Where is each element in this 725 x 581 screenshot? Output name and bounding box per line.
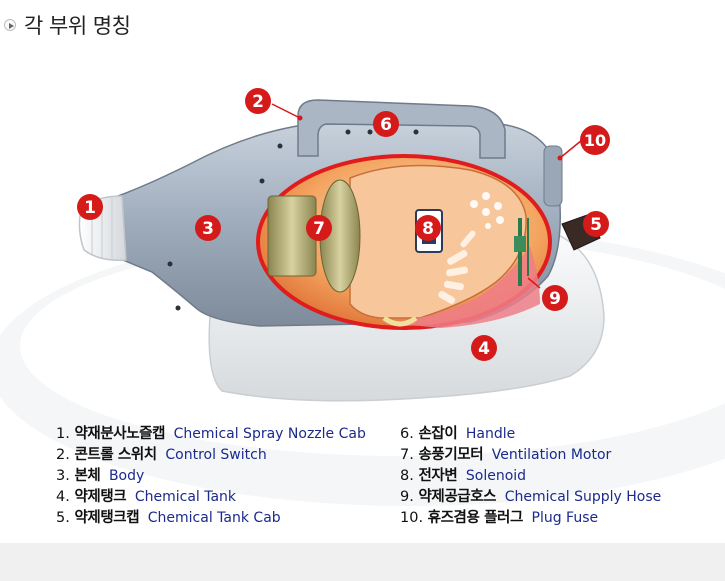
tank-tube bbox=[382, 315, 418, 327]
marker-label: 6 bbox=[380, 115, 392, 135]
marker-2: 2 bbox=[245, 88, 271, 114]
legend-item: 10. 휴즈겸용 플러그 Plug Fuse bbox=[400, 510, 599, 526]
marker-7: 7 bbox=[306, 215, 332, 241]
screw bbox=[367, 129, 373, 135]
legend-item: 8. 전자변 Solenoid bbox=[400, 468, 527, 484]
sprayer-diagram: 1 2 3 4 5 6 7 8 bbox=[0, 46, 725, 542]
legend-item: 1. 약재분사노즐캡 Chemical Spray Nozzle Cab bbox=[56, 426, 366, 442]
screw bbox=[167, 261, 173, 267]
screw bbox=[175, 305, 181, 311]
screw bbox=[345, 129, 351, 135]
marker-5: 5 bbox=[583, 211, 609, 237]
marker-label: 4 bbox=[478, 339, 490, 359]
handle bbox=[297, 99, 506, 159]
screw bbox=[277, 143, 283, 149]
screw bbox=[259, 178, 265, 184]
chemical-supply-hose bbox=[514, 218, 529, 286]
play-bullet-icon bbox=[4, 19, 16, 31]
marker-label: 9 bbox=[549, 289, 561, 309]
air-dots bbox=[470, 192, 504, 229]
chemical-fluid bbox=[380, 246, 540, 328]
legend-item: 9. 약제공급호스 Chemical Supply Hose bbox=[400, 489, 662, 505]
leader-line bbox=[527, 277, 541, 289]
legend-item: 5. 약제탱크캡 Chemical Tank Cab bbox=[56, 510, 281, 526]
section-header: 각 부위 명칭 bbox=[0, 0, 725, 46]
marker-label: 1 bbox=[84, 198, 96, 218]
marker-6: 6 bbox=[373, 111, 399, 137]
legend-column-right: 6. 손잡이 Handle 7. 송풍기모터 Ventilation Motor… bbox=[400, 424, 661, 529]
legend-item: 3. 본체 Body bbox=[56, 468, 145, 484]
marker-label: 2 bbox=[252, 92, 264, 112]
marker-10: 10 bbox=[580, 125, 610, 155]
fan-blades bbox=[438, 230, 476, 304]
marker-3: 3 bbox=[195, 215, 221, 241]
legend-item: 4. 약제탱크 Chemical Tank bbox=[56, 489, 237, 505]
legend-item: 6. 손잡이 Handle bbox=[400, 426, 516, 442]
leader-line bbox=[271, 103, 301, 119]
parts-legend: 1. 약재분사노즐캡 Chemical Spray Nozzle Cab 2. … bbox=[0, 418, 725, 543]
marker-label: 10 bbox=[584, 131, 606, 150]
marker-4: 4 bbox=[471, 335, 497, 361]
marker-label: 3 bbox=[202, 219, 214, 239]
legend-item: 7. 송풍기모터 Ventilation Motor bbox=[400, 447, 612, 463]
rear-control bbox=[543, 145, 563, 207]
legend-column-left: 1. 약재분사노즐캡 Chemical Spray Nozzle Cab 2. … bbox=[56, 424, 366, 529]
marker-8: 8 bbox=[415, 215, 441, 241]
marker-label: 7 bbox=[313, 219, 325, 239]
legend-item: 2. 콘트롤 스위치 Control Switch bbox=[56, 447, 267, 463]
screw bbox=[413, 129, 419, 135]
leader-line bbox=[559, 139, 583, 159]
marker-label: 8 bbox=[422, 219, 434, 239]
marker-9: 9 bbox=[542, 285, 568, 311]
section-title: 각 부위 명칭 bbox=[24, 14, 131, 38]
marker-1: 1 bbox=[77, 194, 103, 220]
marker-label: 5 bbox=[590, 215, 602, 235]
bottom-band bbox=[0, 543, 725, 581]
